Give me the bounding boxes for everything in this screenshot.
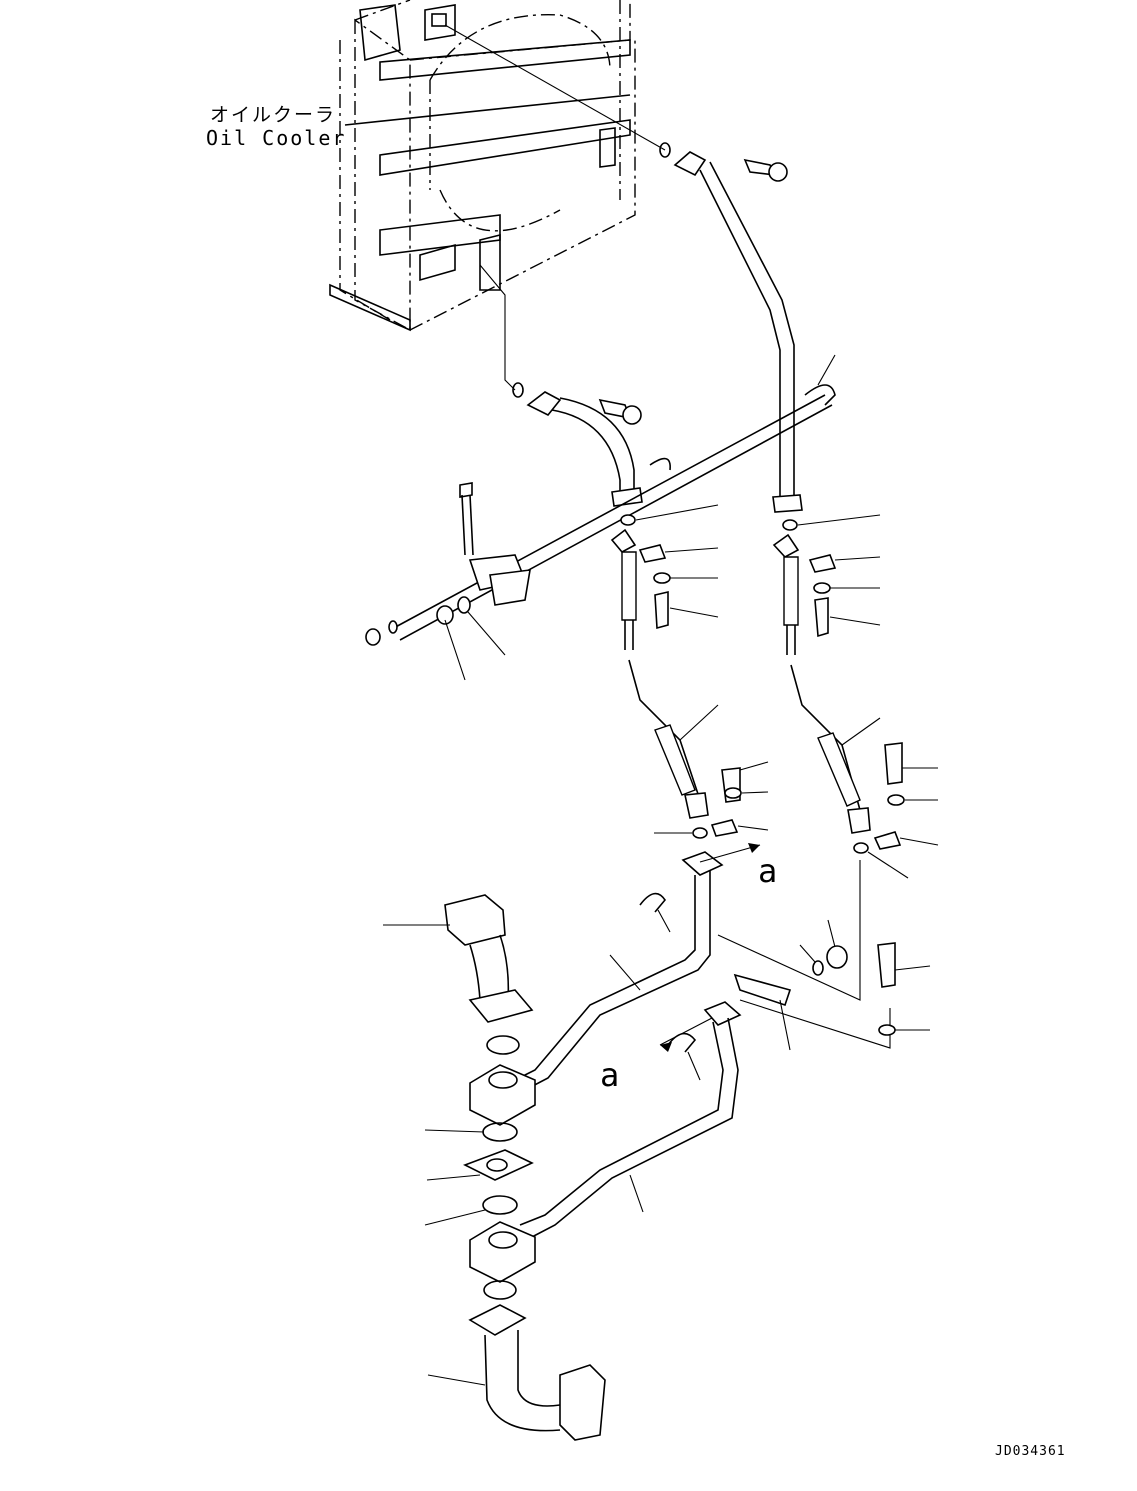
left-hose <box>610 504 769 839</box>
upper-left-tube <box>512 382 643 507</box>
connection-marker-top: a <box>758 852 778 890</box>
left-fittings <box>383 894 606 1441</box>
right-hose <box>772 514 939 879</box>
upper-right-tube <box>659 142 803 513</box>
drawing-id: JD034361 <box>995 1444 1066 1459</box>
oil-cooler-outline <box>329 0 636 332</box>
connection-marker-bottom: a <box>600 1056 620 1094</box>
oil-cooler-label-jp: オイルクーラ <box>210 104 337 126</box>
oil-cooler-label-en: Oil Cooler <box>206 126 347 150</box>
support-rod <box>389 354 836 641</box>
middle-tubes <box>514 843 931 1239</box>
bracket-assembly <box>365 482 531 681</box>
